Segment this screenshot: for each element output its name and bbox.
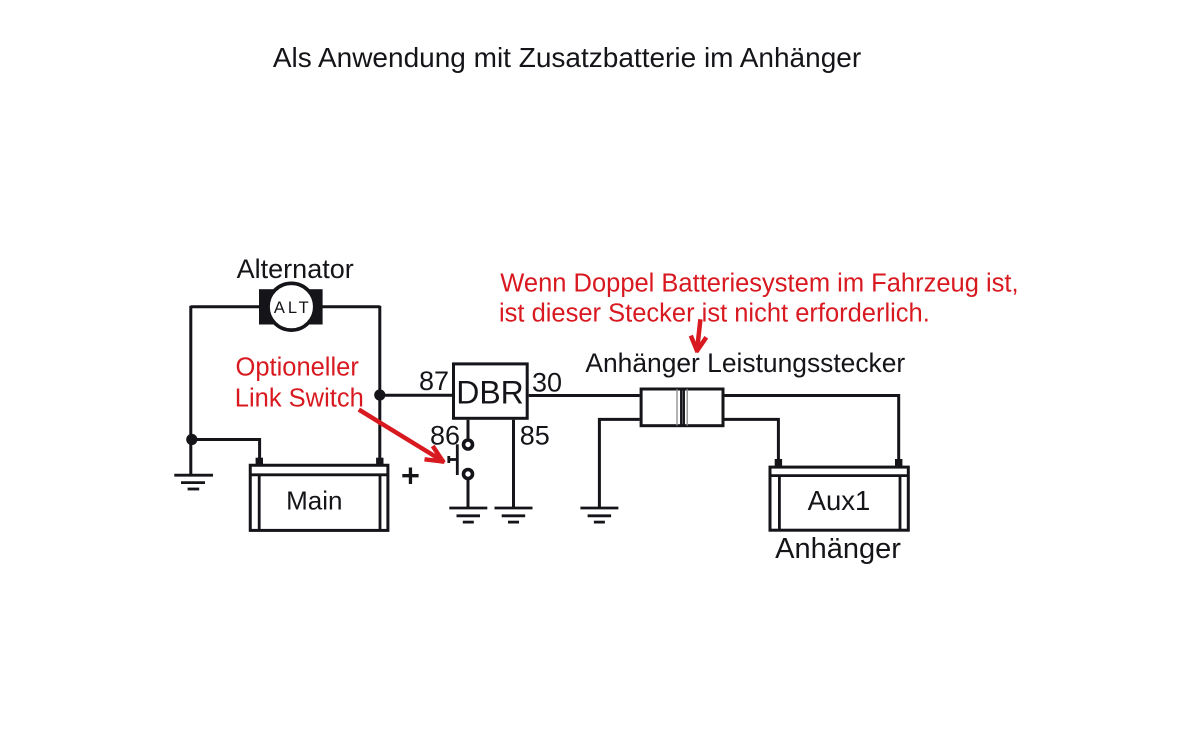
svg-text:Als Anwendung mit Zusatzbatter: Als Anwendung mit Zusatzbatterie im Anhä…	[273, 42, 861, 73]
svg-text:Main: Main	[286, 486, 342, 516]
svg-text:Alternator: Alternator	[237, 254, 354, 284]
svg-text:ALT: ALT	[274, 299, 312, 317]
svg-text:ist dieser Stecker ist nicht e: ist dieser Stecker ist nicht erforderlic…	[499, 300, 930, 328]
svg-text:87: 87	[419, 366, 449, 396]
svg-text:DBR: DBR	[456, 374, 524, 410]
svg-text:30: 30	[532, 368, 562, 398]
svg-text:Anhänger: Anhänger	[775, 533, 901, 565]
svg-text:Aux1: Aux1	[808, 485, 871, 516]
svg-text:Anhänger Leistungsstecker: Anhänger Leistungsstecker	[585, 348, 905, 378]
svg-text:Wenn Doppel Batteriesystem im: Wenn Doppel Batteriesystem im Fahrzeug i…	[500, 269, 1018, 297]
svg-text:Optioneller: Optioneller	[236, 354, 360, 382]
svg-text:85: 85	[520, 420, 550, 450]
svg-text:Link Switch: Link Switch	[235, 384, 364, 412]
